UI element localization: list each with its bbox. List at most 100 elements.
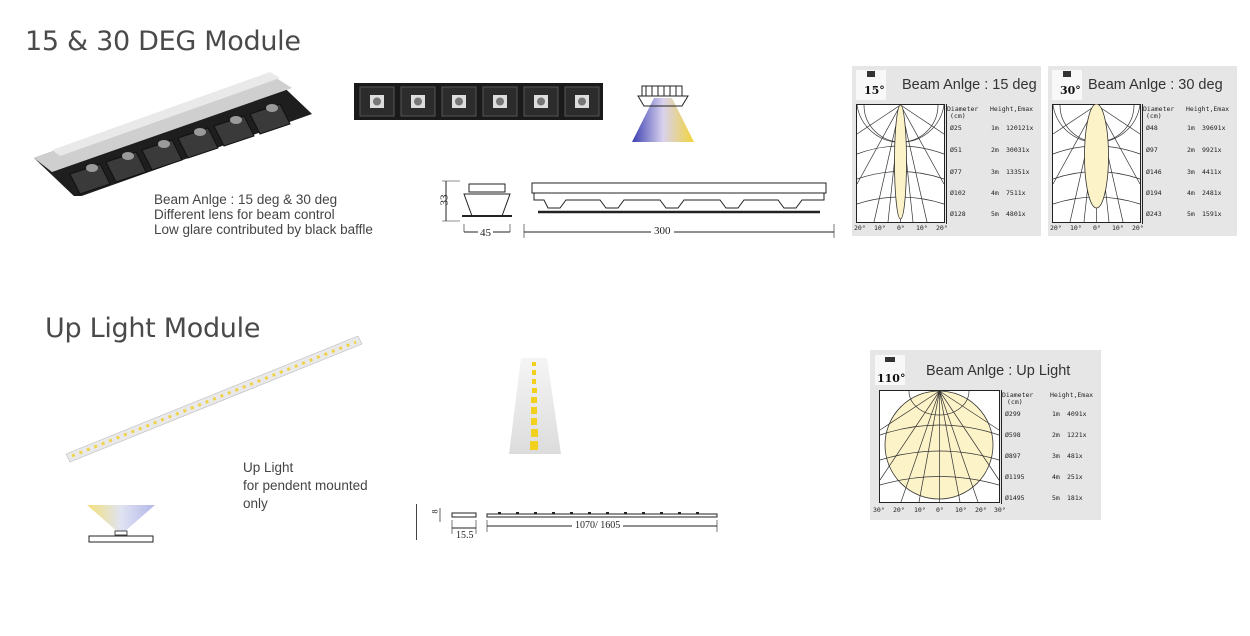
deg-beam-icon: [632, 85, 694, 142]
row-emax: 30031x: [1006, 146, 1030, 154]
description-line: Beam Anlge : 15 deg & 30 deg: [154, 192, 338, 207]
col-diameter-label: Diameter: [947, 105, 979, 113]
beam-angle-badge-text: 30°: [1060, 84, 1081, 97]
row-diameter: Ø1195: [1005, 473, 1025, 481]
deg-module-description: Beam Anlge : 15 deg & 30 deg Different l…: [154, 192, 373, 237]
section-title-up-light-module: Up Light Module: [45, 313, 261, 344]
up-light-beam-icon: [87, 505, 155, 543]
row-diameter: Ø598: [1005, 431, 1021, 439]
row-diameter: Ø194: [1146, 189, 1162, 197]
height-scale-line: [946, 104, 947, 224]
up-light-strip-render: [65, 335, 363, 463]
col-height-label: Height,Emax: [1050, 391, 1094, 399]
deg-module-cross-section: [442, 180, 512, 233]
row-diameter: Ø897: [1005, 452, 1021, 460]
axis-label: 30°: [873, 506, 885, 514]
beam-chart-title: Beam Anlge : Up Light: [926, 363, 1071, 379]
col-diameter-unit: (cm): [950, 112, 966, 120]
row-emax: 2481x: [1202, 189, 1222, 197]
beam-chart-30-panel: 30° Beam Anlge : 30 deg Diameter (cm) He…: [1048, 66, 1237, 236]
row-diameter: Ø25: [950, 124, 962, 132]
row-emax: 39691x: [1202, 124, 1226, 132]
beam-chart-up-light-panel: 110° Beam Anlge : Up Light Diameter (cm)…: [870, 350, 1101, 520]
beam-angle-badge-text: 110°: [877, 372, 906, 385]
axis-label: 0°: [936, 506, 944, 514]
row-height: 5m: [1187, 210, 1195, 218]
row-diameter: Ø146: [1146, 168, 1162, 176]
deg-module-side-view: [523, 182, 835, 238]
axis-label: 10°: [916, 224, 928, 232]
up-light-width-dimension: 15.5: [456, 530, 474, 541]
row-diameter: Ø1495: [1005, 494, 1025, 502]
row-emax: 4091x: [1067, 410, 1087, 418]
deg-length-dimension: 300: [651, 225, 674, 237]
col-height-label: Height,Emax: [1186, 105, 1230, 113]
axis-label: 0°: [1093, 224, 1101, 232]
row-height: 4m: [1187, 189, 1195, 197]
row-emax: 251x: [1067, 473, 1083, 481]
height-scale-line: [1142, 104, 1143, 224]
axis-label: 20°: [1132, 224, 1144, 232]
up-light-height-dimension: 8: [430, 509, 440, 514]
axis-label: 20°: [936, 224, 948, 232]
row-emax: 1591x: [1202, 210, 1222, 218]
row-diameter: Ø77: [950, 168, 962, 176]
row-height: 1m: [1052, 410, 1060, 418]
up-light-length-dimension: 1070/ 1605: [572, 520, 624, 531]
row-height: 1m: [1187, 124, 1195, 132]
up-light-description: Up Light for pendent mounted only: [243, 459, 368, 513]
axis-label: 10°: [955, 506, 967, 514]
axis-label: 10°: [914, 506, 926, 514]
section-title-deg-module: 15 & 30 DEG Module: [25, 26, 301, 57]
row-diameter: Ø299: [1005, 410, 1021, 418]
axis-label: 10°: [874, 224, 886, 232]
beam-chart-title: Beam Anlge : 15 deg: [902, 77, 1037, 93]
col-height-label: Height,Emax: [990, 105, 1034, 113]
up-light-strip-perspective: [509, 358, 561, 454]
description-line: Low glare contributed by black baffle: [154, 222, 373, 237]
deg-module-render: [34, 72, 312, 196]
row-emax: 9921x: [1202, 146, 1222, 154]
axis-label: 20°: [975, 506, 987, 514]
polar-diagram: [879, 390, 1000, 503]
col-diameter-unit: (cm): [1007, 398, 1023, 406]
col-diameter-label: Diameter: [1143, 105, 1175, 113]
description-line: only: [243, 496, 268, 511]
axis-label: 30°: [994, 506, 1006, 514]
row-emax: 481x: [1067, 452, 1083, 460]
col-diameter-label: Diameter: [1002, 391, 1034, 399]
row-emax: 1221x: [1067, 431, 1087, 439]
fixture-icon: [867, 71, 875, 77]
row-height: 3m: [991, 168, 999, 176]
row-height: 5m: [991, 210, 999, 218]
axis-label: 20°: [893, 506, 905, 514]
row-height: 4m: [991, 189, 999, 197]
col-diameter-unit: (cm): [1146, 112, 1162, 120]
row-height: 4m: [1052, 473, 1060, 481]
row-height: 5m: [1052, 494, 1060, 502]
row-diameter: Ø97: [1146, 146, 1158, 154]
axis-label: 0°: [897, 224, 905, 232]
row-emax: 13351x: [1006, 168, 1030, 176]
axis-label: 10°: [1070, 224, 1082, 232]
row-diameter: Ø51: [950, 146, 962, 154]
row-emax: 4411x: [1202, 168, 1222, 176]
row-diameter: Ø128: [950, 210, 966, 218]
row-diameter: Ø243: [1146, 210, 1162, 218]
beam-angle-badge-text: 15°: [864, 84, 885, 97]
beam-chart-15-panel: 15° Beam Anlge : 15 deg Diameter (cm) He…: [852, 66, 1041, 236]
description-line: for pendent mounted: [243, 478, 368, 493]
row-emax: 181x: [1067, 494, 1083, 502]
row-diameter: Ø102: [950, 189, 966, 197]
fixture-icon: [885, 357, 895, 362]
deg-module-front-view: [354, 83, 603, 120]
deg-height-dimension: 33: [438, 194, 451, 206]
polar-diagram: [1052, 104, 1141, 223]
row-height: 3m: [1187, 168, 1195, 176]
description-line: Different lens for beam control: [154, 207, 335, 222]
row-emax: 7511x: [1006, 189, 1026, 197]
row-height: 3m: [1052, 452, 1060, 460]
height-scale-line: [1001, 390, 1002, 504]
row-height: 2m: [1187, 146, 1195, 154]
axis-label: 10°: [1112, 224, 1124, 232]
